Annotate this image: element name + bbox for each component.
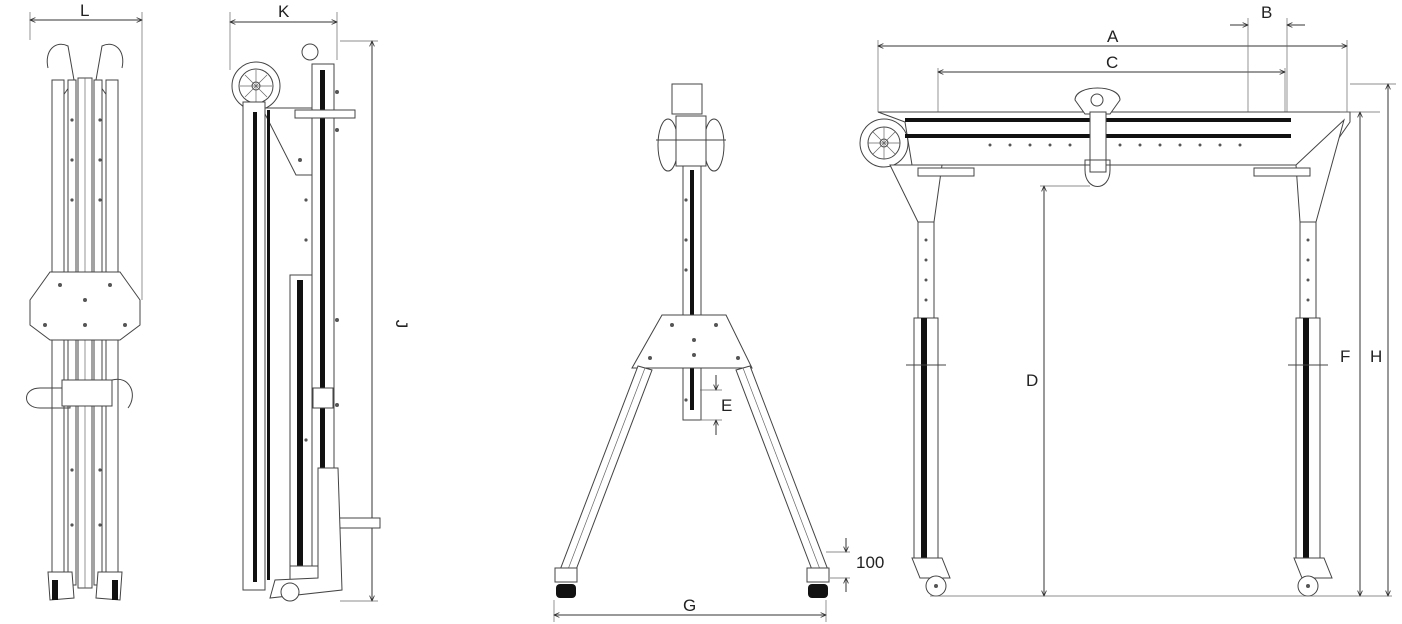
dimension-label-f: F	[1340, 347, 1350, 366]
dimension-label-d: D	[1026, 371, 1038, 390]
folded-side-view: K J	[230, 2, 411, 601]
dimension-label-100: 100	[856, 553, 884, 572]
dimension-label-e: E	[721, 396, 732, 415]
dimension-label-k: K	[278, 2, 290, 21]
dimension-label-a: A	[1107, 27, 1119, 46]
dimension-label-c: C	[1106, 53, 1118, 72]
dimension-label-h: H	[1370, 347, 1382, 366]
gantry-front-view: A C B	[859, 3, 1396, 596]
folded-front-view: L	[26, 1, 143, 601]
dimension-label-l: L	[80, 1, 89, 20]
dimension-label-b: B	[1261, 3, 1272, 22]
dimension-label-g: G	[683, 596, 696, 615]
dimension-label-j: J	[392, 320, 411, 329]
side-view-with-legs: E 100 G	[554, 83, 884, 622]
